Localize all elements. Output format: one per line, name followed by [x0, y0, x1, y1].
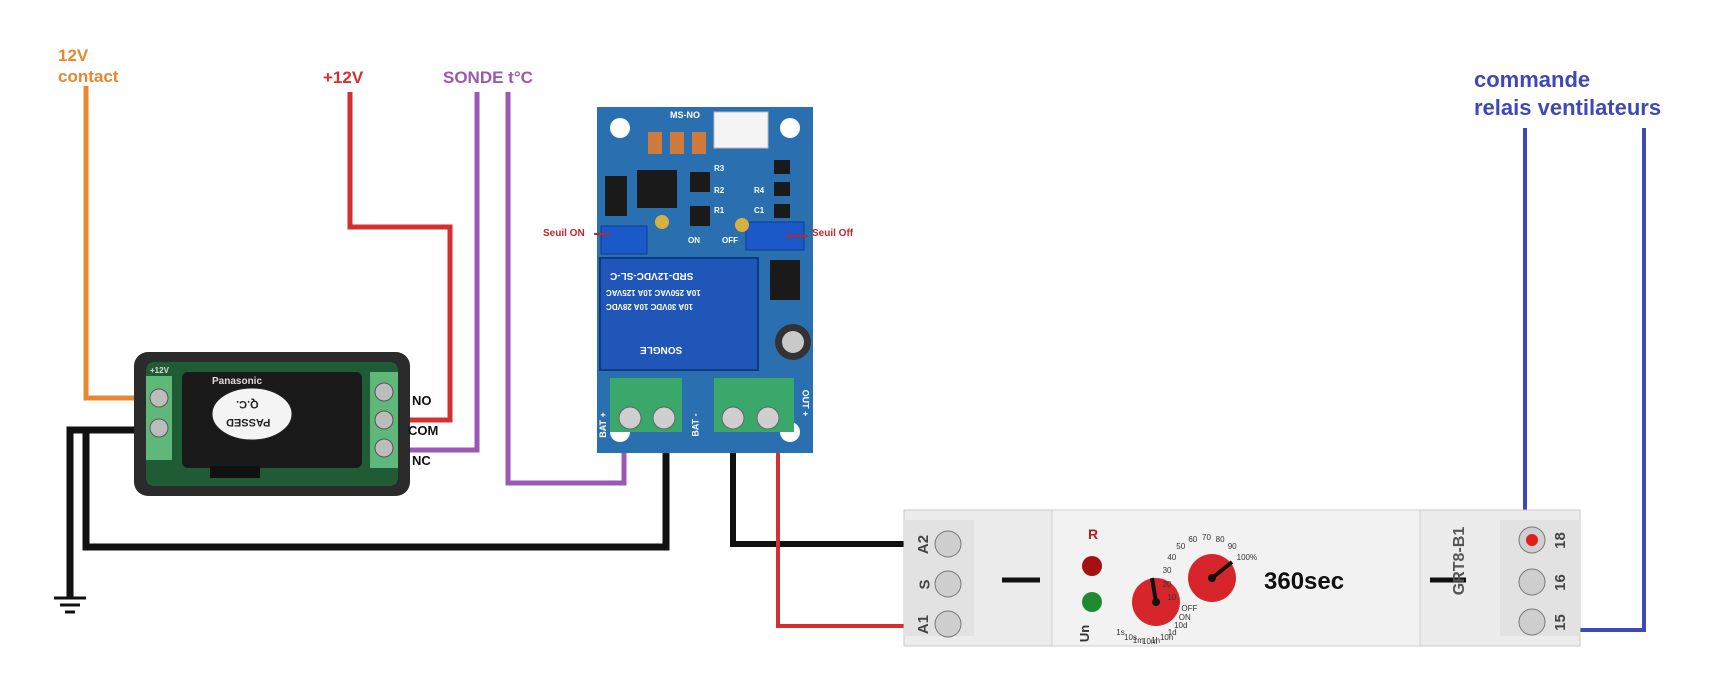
panasonic-relay-module [134, 352, 410, 496]
chip-on: ON [688, 236, 700, 245]
terminal-15: 15 [1551, 614, 1569, 631]
thermostat-board [594, 107, 813, 453]
label-relais-ventilateurs: relais ventilateurs [1474, 95, 1662, 120]
songle-relay [599, 257, 759, 371]
wire-purple-nc [388, 92, 480, 453]
label-seuil-on: Seuil ON [543, 228, 585, 239]
relay-rating2: 10A 30VDC 10A 28VDC [606, 302, 694, 311]
stamp-line1: Q.C. [236, 398, 259, 410]
label-sonde: SONDE t°C [443, 68, 533, 87]
terminal-no: NO [412, 393, 432, 408]
chip-c1: C1 [754, 206, 765, 215]
dial-percent-mark-6: 70 [1202, 533, 1211, 542]
dial-range-mark-9: OFF [1181, 603, 1198, 613]
dial-percent-mark-8: 90 [1227, 542, 1237, 552]
terminal-s: S [916, 579, 934, 590]
board-terminal-out-plus: OUT + [800, 389, 811, 417]
chip-ms-no: MS-NO [670, 110, 700, 120]
chip-r2: R2 [714, 186, 725, 195]
label-seuil-off: Seuil Off [812, 228, 854, 239]
wire-black-ground-drop [66, 426, 152, 597]
relay-brand: Panasonic [212, 376, 263, 387]
stamp-line2: PASSED [226, 416, 271, 428]
relay-model: SRD-12VDC-SL-C [610, 270, 694, 281]
dial-percent-mark-3: 40 [1167, 553, 1177, 562]
board-terminal-bat-minus: BAT - [690, 413, 701, 437]
ground-symbol [54, 596, 86, 614]
terminal-a1: A1 [915, 614, 933, 635]
dial-range-mark-1: 10s [1124, 632, 1137, 642]
timer-grt8-b1 [903, 509, 1581, 647]
timer-model: GRT8-B1 [1451, 526, 1469, 596]
label-commande: commande [1474, 67, 1591, 92]
dial-range-mark-2: 1m [1132, 635, 1144, 645]
terminal-a2: A2 [915, 534, 933, 555]
wire-orange-contact [83, 86, 152, 401]
qc-passed-stamp [211, 387, 293, 441]
terminal-nc: NC [412, 453, 431, 468]
dial-percent-mark-9: 100% [1236, 553, 1258, 562]
chip-r1: R1 [714, 206, 725, 215]
led-un-label: Un [1077, 624, 1093, 643]
chip-r4: R4 [754, 186, 765, 195]
dial-range-mark-6: 1d [1167, 627, 1177, 637]
dial-percent-mark-4: 50 [1176, 542, 1186, 552]
chip-off: OFF [722, 236, 738, 245]
wire-black-a2 [730, 420, 912, 547]
label-12v: 12V [58, 46, 89, 65]
relay-brand-songle: SONGLE [640, 344, 683, 355]
terminal-com: COM [408, 423, 439, 438]
label-contact: contact [58, 67, 119, 86]
dial-percent-mark-0: 10 [1167, 593, 1177, 602]
relay-pin-label: +12V [150, 366, 169, 375]
dial-range-mark-4: 1h [1151, 635, 1161, 645]
wire-red-a1 [776, 420, 962, 628]
wire-red-plus12v [347, 92, 453, 423]
potentiometer-on [600, 225, 648, 255]
terminal-16: 16 [1551, 574, 1569, 591]
dial-range-mark-0: 1s [1116, 627, 1125, 637]
relay-rating1: 10A 250VAC 10A 125VAC [606, 288, 701, 297]
led-r-label: R [1088, 526, 1099, 542]
dial-percent-mark-2: 30 [1162, 566, 1172, 576]
timer-display: 360sec [1264, 568, 1345, 595]
dial-range-mark-7: 10d [1174, 620, 1188, 630]
board-terminal-bat-plus: BAT + [597, 412, 608, 438]
terminal-18: 18 [1551, 532, 1569, 549]
led-r [1082, 556, 1102, 576]
led-un [1082, 592, 1102, 612]
dial-range-mark-3: 10m [1142, 637, 1158, 646]
dial-percent-mark-1: 20 [1162, 579, 1172, 589]
chip-r3: R3 [714, 164, 725, 173]
dial-range-mark-8: ON [1178, 612, 1191, 622]
label-plus12v: +12V [323, 68, 364, 87]
dial-percent-mark-5: 60 [1188, 535, 1198, 545]
dial-range-mark-5: 10h [1159, 632, 1174, 642]
dial-percent-mark-7: 80 [1215, 535, 1225, 545]
